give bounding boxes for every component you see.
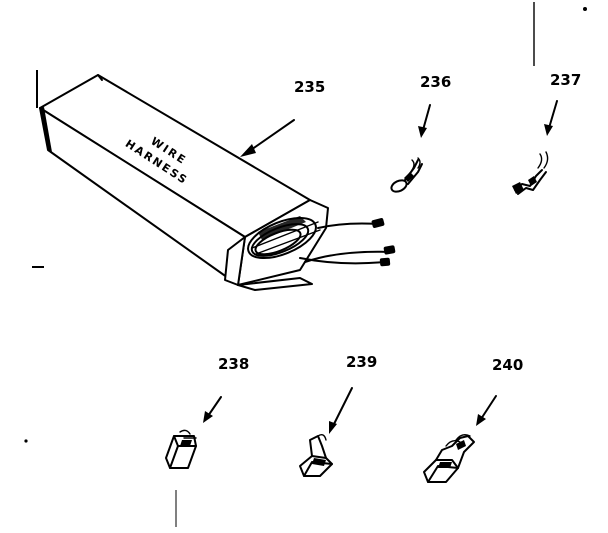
part-number-235: 235 bbox=[294, 78, 325, 96]
scan-artifact-dot bbox=[24, 439, 28, 443]
part-number-238: 238 bbox=[218, 355, 249, 373]
part-number-240: 240 bbox=[492, 356, 523, 374]
scan-artifact-dot bbox=[583, 7, 587, 11]
spade-terminal-237 bbox=[512, 151, 549, 195]
part-number-237: 237 bbox=[550, 71, 581, 89]
pointer-arrow-236 bbox=[418, 104, 431, 138]
pointer-arrow-235 bbox=[240, 119, 295, 157]
part-number-239: 239 bbox=[346, 353, 377, 371]
wire-harness-box: WIRE HARNESS bbox=[39, 74, 396, 291]
pointer-arrow-240 bbox=[476, 395, 497, 426]
part-number-236: 236 bbox=[420, 73, 451, 91]
ring-terminal-236 bbox=[390, 157, 423, 193]
pointer-arrow-239 bbox=[329, 387, 353, 434]
insulated-terminal-240 bbox=[423, 433, 475, 483]
pointer-arrow-238 bbox=[203, 396, 222, 423]
female-terminal-238 bbox=[165, 429, 197, 469]
flag-terminal-239 bbox=[299, 433, 333, 477]
pointer-arrow-237 bbox=[544, 100, 558, 136]
